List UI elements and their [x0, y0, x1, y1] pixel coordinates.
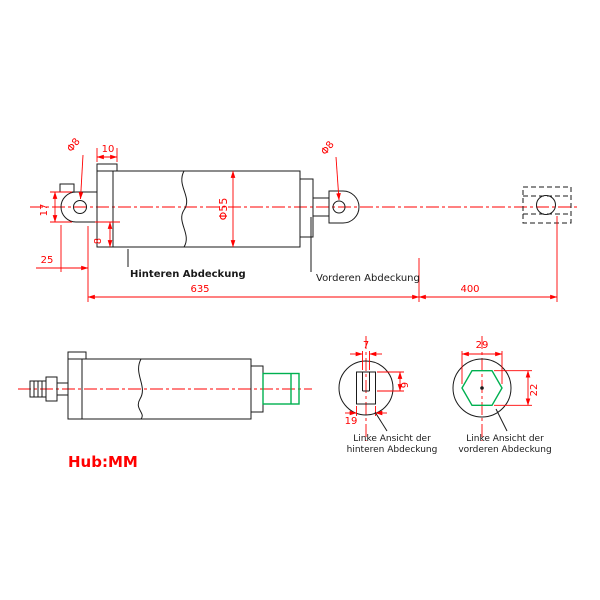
dim-slot-length: 19	[345, 406, 387, 427]
front-cover-end-view: 29 22	[452, 336, 540, 441]
top-notch-2	[67, 351, 87, 360]
rear-tab	[59, 183, 75, 193]
dim-slot-height: 9	[377, 371, 411, 392]
front-caption-line2: vorderen Abdeckung	[458, 445, 551, 455]
break-line-2	[137, 358, 143, 420]
bottom-side-view: Hub:MM	[18, 351, 312, 471]
rear-caption-line1: Linke Ansicht der	[353, 434, 431, 444]
rear-cover-circle	[338, 360, 394, 416]
dim-total-length-value: 635	[190, 284, 209, 295]
rear-cover-label: Hinteren Abdeckung	[130, 269, 246, 280]
dim-body-diameter: Φ55	[217, 170, 236, 248]
dim-rear-tab-value: 10	[102, 144, 115, 155]
extended-rod-green	[262, 372, 300, 405]
dim-stroke-length-value: 400	[460, 284, 479, 295]
dim-slot-width: 7	[350, 340, 382, 370]
dim-plate: 8	[93, 221, 120, 248]
front-cover-circle	[452, 358, 512, 418]
rear-cover-end-view: 7 19 9	[338, 336, 411, 441]
dim-plate-value: 8	[93, 238, 104, 244]
end-hole	[536, 195, 556, 215]
front-cover-label: Vorderen Abdeckung	[316, 273, 420, 284]
dim-rear-mount-value: 17	[39, 204, 50, 217]
dim-slot-height-value: 9	[400, 382, 411, 388]
dim-slot-length-value: 19	[345, 416, 358, 427]
dim-hex-height: 22	[494, 370, 540, 406]
dim-rear-length: 25	[36, 225, 89, 272]
break-line	[181, 170, 188, 248]
label-front-cover: Vorderen Abdeckung	[310, 217, 420, 284]
dim-rear-mount-height: 17	[39, 191, 72, 223]
front-clevis-hole	[332, 200, 346, 214]
dim-stroke-length: 400	[418, 216, 558, 302]
dim-front-pin-value: Φ8	[319, 139, 336, 157]
front-caption-leader	[495, 408, 508, 432]
actuator-outline	[59, 163, 360, 248]
rear-caption-line2: hinteren Abdeckung	[347, 445, 438, 455]
dim-total-length: 635	[87, 226, 420, 302]
rear-eye-mount	[60, 191, 97, 223]
dim-rear-length-value: 25	[41, 255, 54, 266]
hex-nut-green	[461, 370, 503, 406]
dim-rear-tab: 10	[96, 144, 118, 162]
dim-hex-width-value: 29	[476, 340, 489, 351]
front-clevis	[328, 190, 360, 224]
dim-rear-pin-value: Φ8	[65, 136, 82, 154]
hub-label: Hub:MM	[68, 453, 138, 471]
label-rear-cover: Hinteren Abdeckung	[127, 249, 246, 280]
dim-hex-width: 29	[461, 340, 503, 384]
dim-slot-width-value: 7	[363, 340, 369, 351]
rear-slot-shape	[356, 371, 376, 405]
rear-caption-leader	[374, 411, 388, 432]
bottom-actuator-outline	[29, 351, 300, 420]
dim-body-dia-value: Φ55	[217, 198, 230, 221]
top-notch	[96, 163, 118, 172]
main-side-view: Φ8 10 17 Φ55 Φ8	[30, 136, 578, 302]
end-view-captions: Linke Ansicht der hinteren Abdeckung Lin…	[347, 434, 552, 455]
dim-hex-height-value: 22	[529, 384, 540, 397]
cylinder-body	[96, 170, 301, 248]
front-caption-line1: Linke Ansicht der	[466, 434, 544, 444]
rear-eye-hole	[73, 200, 87, 214]
center-mark	[480, 386, 484, 390]
stroke-end-target	[522, 186, 572, 224]
